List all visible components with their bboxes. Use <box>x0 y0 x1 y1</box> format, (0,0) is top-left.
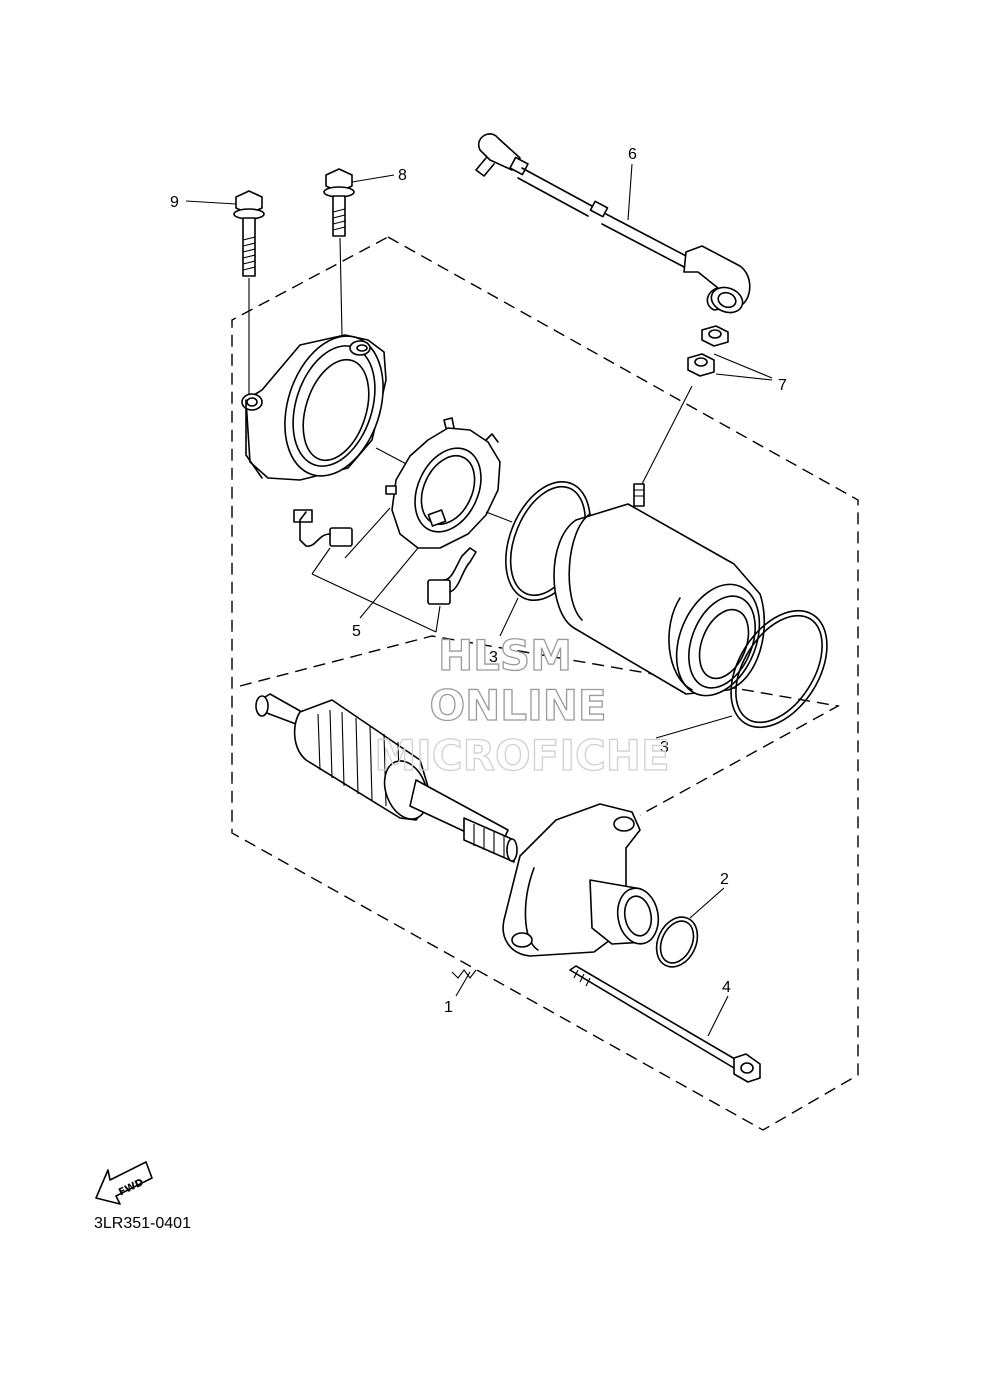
bolt-short <box>323 168 355 237</box>
brush-group-bracket <box>311 547 441 633</box>
assembly-boundary <box>231 236 859 1131</box>
brush-left <box>293 509 353 547</box>
watermark-line-2: ONLINE <box>429 681 606 730</box>
armature-group-boundary <box>239 635 841 816</box>
brush-plate <box>385 417 501 549</box>
yoke-housing <box>553 483 766 697</box>
brush-lower <box>427 547 477 605</box>
o-ring-right <box>730 609 828 729</box>
armature <box>255 693 518 863</box>
callout-2: 2 <box>720 871 729 888</box>
lead-wire <box>475 133 751 314</box>
callout-3-lower: 3 <box>660 739 669 756</box>
callout-5: 5 <box>352 623 361 640</box>
callout-4: 4 <box>722 979 731 996</box>
callout-7: 7 <box>778 377 787 394</box>
watermark-line-3: MICROFICHE <box>374 731 669 780</box>
diagram-code: 3LR351-0401 <box>94 1215 191 1232</box>
callout-9: 9 <box>170 194 179 211</box>
rear-cover <box>241 334 387 481</box>
through-bolt <box>569 965 761 1083</box>
callout-6: 6 <box>628 146 637 163</box>
bolt-long <box>233 190 265 277</box>
callout-3-upper: 3 <box>489 649 498 666</box>
front-cover <box>502 803 660 957</box>
callout-8: 8 <box>398 167 407 184</box>
callout-1: 1 <box>444 999 453 1016</box>
nut-lower <box>687 353 715 377</box>
watermark-line-1: HLSM <box>438 631 572 680</box>
nut-upper <box>701 325 729 347</box>
fwd-arrow-icon: FWD <box>95 1161 153 1205</box>
o-ring-small <box>655 916 699 968</box>
